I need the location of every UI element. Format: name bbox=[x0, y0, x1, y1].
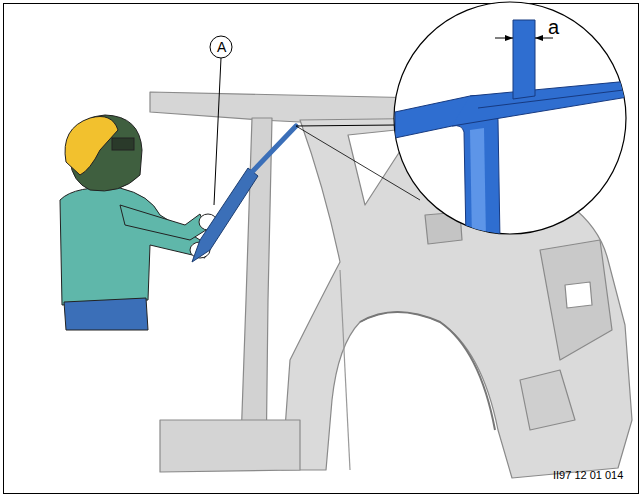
helmet bbox=[65, 117, 118, 176]
welder-pants bbox=[64, 298, 148, 330]
weld-strip bbox=[513, 20, 535, 99]
magnified-view bbox=[394, 2, 640, 240]
welder-arm bbox=[120, 205, 206, 240]
rear-inner-panel bbox=[540, 240, 612, 360]
channel-rib bbox=[470, 128, 486, 240]
shield-lens bbox=[112, 138, 134, 150]
welder-figure bbox=[60, 115, 217, 330]
figure-code: II97 12 01 014 bbox=[553, 470, 623, 481]
welding-torch bbox=[192, 126, 296, 262]
callout-letter: A bbox=[217, 40, 226, 54]
pillar-line bbox=[340, 270, 350, 470]
torch-nozzle bbox=[252, 126, 296, 172]
roof-flange bbox=[452, 80, 640, 126]
panel-detail bbox=[520, 370, 575, 430]
torch-handle bbox=[192, 168, 258, 262]
welder-body bbox=[60, 188, 205, 306]
leader-line bbox=[214, 58, 221, 205]
channel-edge bbox=[478, 88, 640, 108]
sill bbox=[160, 420, 300, 472]
wheel-arch bbox=[360, 312, 495, 430]
dimension-arrow bbox=[535, 35, 543, 41]
callout-circle bbox=[210, 36, 232, 58]
dimension-arrow bbox=[505, 35, 513, 41]
dimension-label: a bbox=[548, 17, 559, 37]
zoom-leader bbox=[296, 125, 395, 126]
panel-hole bbox=[565, 282, 592, 308]
